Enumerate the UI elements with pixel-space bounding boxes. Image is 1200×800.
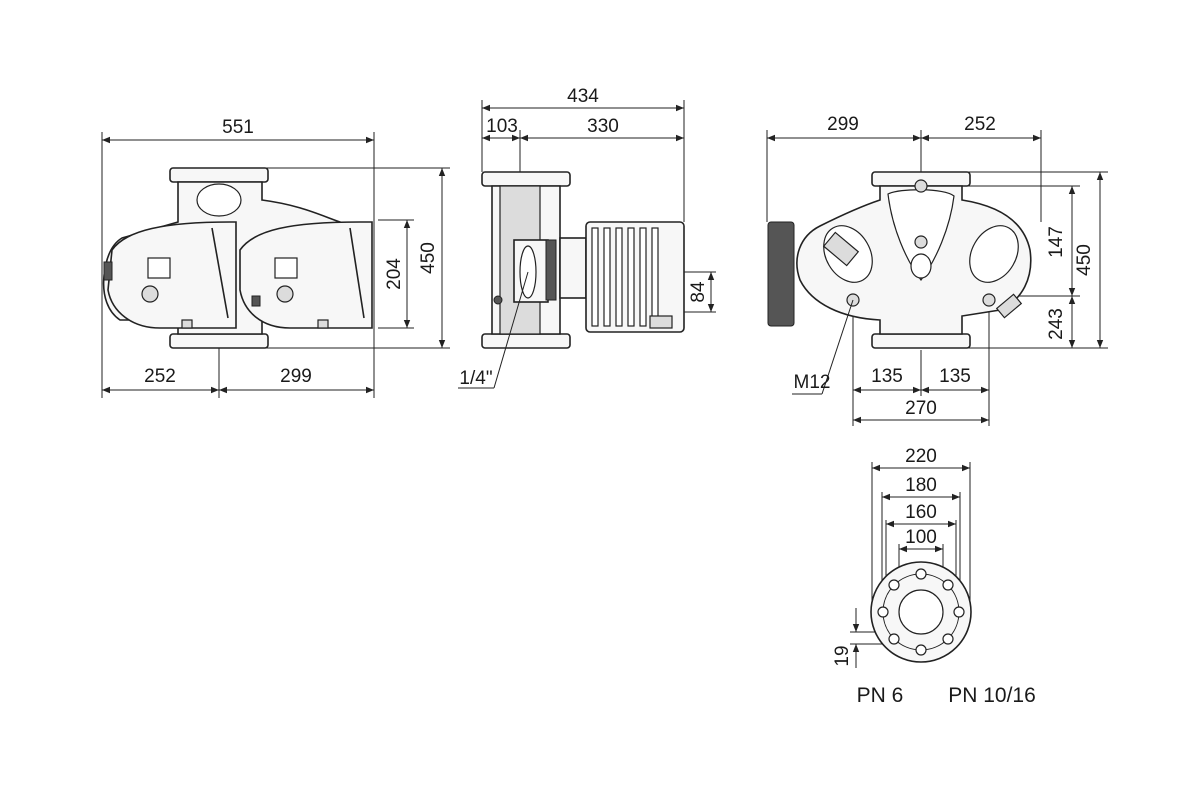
side-view: 434 103 330 84 1/4" <box>458 86 716 389</box>
pn-low-label: PN 6 <box>857 684 904 707</box>
dim-450: 450 <box>418 242 439 274</box>
dim-147: 147 <box>1046 226 1067 258</box>
dim-135-left: 135 <box>871 366 903 387</box>
motor-fins <box>591 227 659 327</box>
dim-rear-299: 299 <box>827 114 859 135</box>
dim-243: 243 <box>1046 308 1067 340</box>
dim-551: 551 <box>222 117 254 138</box>
dim-220: 220 <box>905 446 937 467</box>
dim-180: 180 <box>905 475 937 496</box>
dim-135-right: 135 <box>939 366 971 387</box>
dim-299: 299 <box>280 366 312 387</box>
pn-high-label: PN 10/16 <box>948 684 1036 707</box>
dim-19: 19 <box>832 645 853 666</box>
dim-252: 252 <box>144 366 176 387</box>
dim-103: 103 <box>486 116 518 137</box>
flange-view: 220 180 160 100 19 PN 6 PN 10/16 <box>832 446 1036 707</box>
dim-rear-450: 450 <box>1074 244 1095 276</box>
dim-rear-252: 252 <box>964 114 996 135</box>
dim-270: 270 <box>905 398 937 419</box>
front-view: 551 252 299 204 450 <box>101 117 450 398</box>
dim-434: 434 <box>567 86 599 107</box>
dim-330: 330 <box>587 116 619 137</box>
dim-100: 100 <box>905 527 937 548</box>
rear-view: 299 252 147 450 243 M12 135 135 270 <box>766 114 1108 426</box>
flange-bore <box>898 589 944 635</box>
bolt-label: M12 <box>794 372 831 393</box>
dim-160: 160 <box>905 502 937 523</box>
port-thread-label: 1/4" <box>459 368 492 389</box>
dim-204: 204 <box>384 258 405 290</box>
dim-84: 84 <box>688 281 709 303</box>
